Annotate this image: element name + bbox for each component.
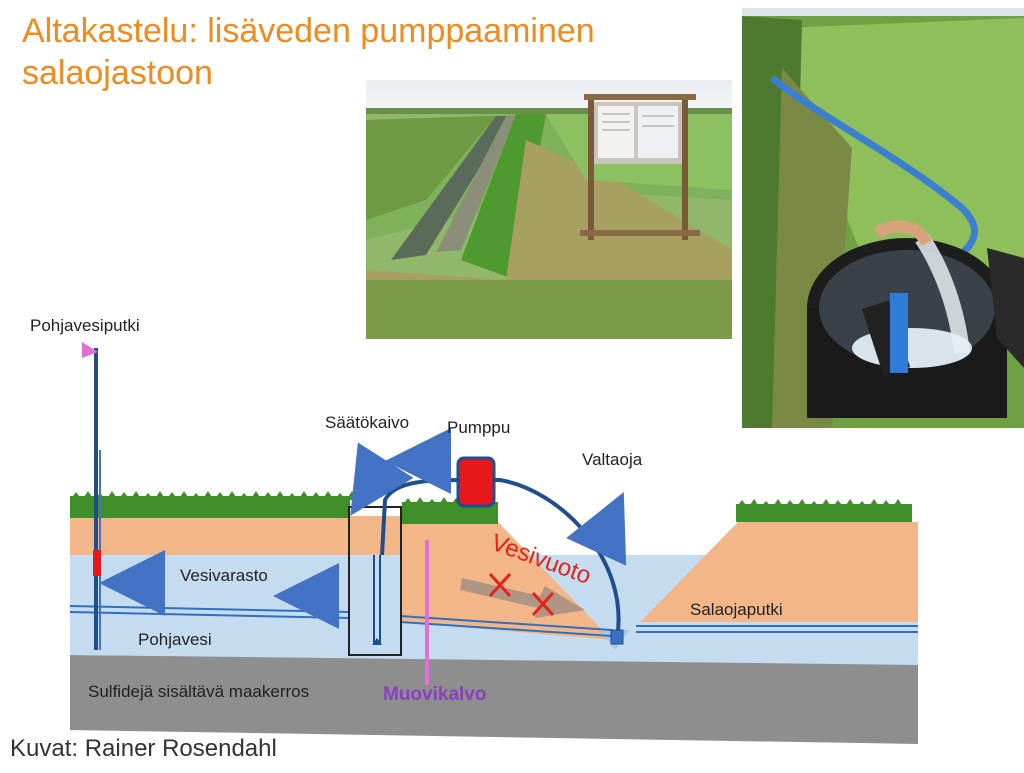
groundwater-pipe-marker [93, 550, 101, 576]
photo-credit: Kuvat: Rainer Rosendahl [10, 735, 277, 762]
groundwater-pipe-flag [82, 342, 98, 358]
label-water-storage: Vesivarasto [180, 566, 268, 585]
cross-section-diagram: Pohjavesiputki Säätökaivo Pumppu Valtaoj… [0, 300, 1024, 745]
slide-title-line-2: salaojastoon [22, 54, 213, 92]
sulfide-layer [70, 655, 918, 744]
label-sulfide-layer: Sulfidejä sisältävä maakerros [88, 682, 310, 701]
drain-pipe-right [636, 625, 918, 633]
label-control-well: Säätökaivo [325, 413, 410, 432]
grass-left [70, 491, 358, 518]
drain-pipe-middle [399, 615, 613, 637]
leak-arrow [460, 578, 585, 618]
soil-left [70, 516, 400, 555]
pump [456, 456, 496, 508]
soil-right [640, 522, 918, 622]
label-groundwater: Pohjavesi [138, 630, 212, 649]
pump-inlet [610, 629, 624, 645]
ditch-photo [366, 80, 732, 339]
slide-title-line-1: Altakastelu: lisäveden pumppaaminen [22, 12, 595, 50]
label-plastic-film: Muovikalvo [383, 684, 487, 705]
pump-well-photo [742, 8, 1024, 428]
grass-right [736, 499, 912, 522]
label-drain-pipe: Salaojaputki [690, 600, 783, 619]
leak-cross-1 [488, 572, 512, 598]
arrow-into-well [350, 442, 414, 516]
label-main-ditch: Valtaoja [582, 450, 643, 469]
label-groundwater-pipe: Pohjavesiputki [30, 316, 140, 335]
leak-cross-2 [531, 591, 555, 617]
arrow-to-pump [566, 492, 627, 566]
slide-title: Altakastelu: lisäveden pumppaaminen sala… [22, 10, 722, 94]
label-pump: Pumppu [447, 418, 511, 437]
